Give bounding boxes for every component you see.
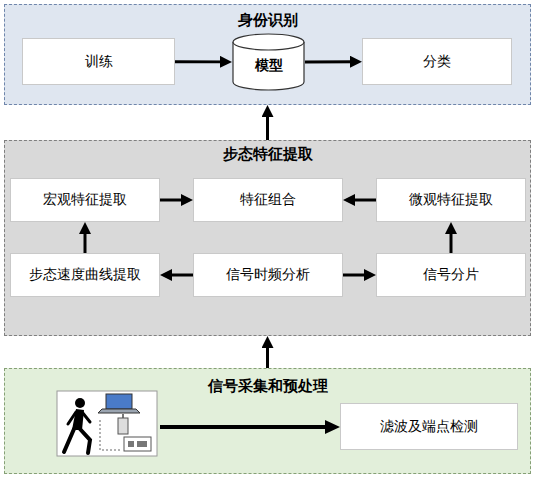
stage-band: 信号采集和预处理滤波及端点检测 xyxy=(4,368,531,474)
process-box: 训练 xyxy=(22,38,175,85)
process-box: 微观特征提取 xyxy=(376,178,526,222)
process-box: 信号分片 xyxy=(376,253,526,297)
band-heading: 信号采集和预处理 xyxy=(5,377,530,396)
box-label: 模型 xyxy=(255,33,283,75)
flow-arrow xyxy=(266,111,269,140)
cylinder-top xyxy=(233,34,304,50)
box-label: 训练 xyxy=(85,53,113,71)
process-box: 步态速度曲线提取 xyxy=(10,253,160,297)
stage-band: 步态特征提取宏观特征提取 特征组合 微观特征提取步态速度曲线提取 信号时频分析 信号分片 xyxy=(4,140,531,336)
band-heading: 步态特征提取 xyxy=(5,145,530,164)
process-box: 宏观特征提取 xyxy=(10,178,160,222)
process-box: 分类 xyxy=(362,38,512,85)
process-box: 特征组合 xyxy=(193,178,343,222)
box-label: 微观特征提取 xyxy=(409,191,493,209)
model-cylinder: 模型 xyxy=(232,33,305,91)
box-label: 滤波及端点检测 xyxy=(380,418,478,436)
stage-band: 身份识别训练 模型 分类 xyxy=(4,4,531,105)
flow-arrow xyxy=(266,342,269,368)
process-box: 信号时频分析 xyxy=(193,253,343,297)
box-label: 特征组合 xyxy=(240,191,296,209)
box-label: 信号分片 xyxy=(423,266,479,284)
band-heading: 身份识别 xyxy=(5,11,530,30)
box-label: 分类 xyxy=(423,53,451,71)
box-label: 步态速度曲线提取 xyxy=(29,266,141,284)
box-label: 信号时频分析 xyxy=(226,266,310,284)
process-box: 滤波及端点检测 xyxy=(340,403,518,450)
box-label: 宏观特征提取 xyxy=(43,191,127,209)
